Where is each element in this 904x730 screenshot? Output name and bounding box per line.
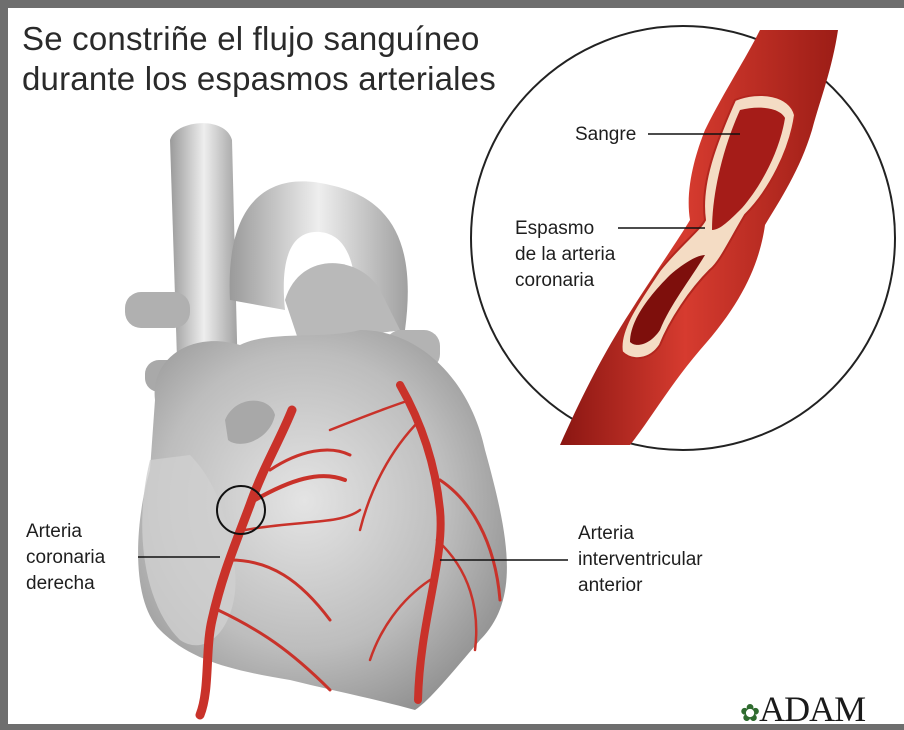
- label-anterior-1: Arteria: [578, 522, 634, 545]
- label-espasmo-3: coronaria: [515, 269, 594, 292]
- label-anterior-3: anterior: [578, 574, 642, 597]
- label-derecha-3: derecha: [26, 572, 95, 595]
- label-derecha-1: Arteria: [26, 520, 82, 543]
- heart: [125, 123, 507, 710]
- label-anterior-2: interventricular: [578, 548, 703, 571]
- figure-title-line-1: Se constriñe el flujo sanguíneo: [22, 20, 480, 58]
- label-sangre: Sangre: [575, 123, 636, 146]
- figure-title-line-2: durante los espasmos arteriales: [22, 60, 496, 98]
- label-espasmo-2: de la arteria: [515, 243, 615, 266]
- leaf-icon: ✿: [740, 701, 759, 727]
- label-derecha-2: coronaria: [26, 546, 105, 569]
- adam-logo: ✿ADAM: [740, 688, 865, 730]
- left-pulmonary-vessel: [125, 292, 190, 328]
- label-espasmo-1: Espasmo: [515, 217, 594, 240]
